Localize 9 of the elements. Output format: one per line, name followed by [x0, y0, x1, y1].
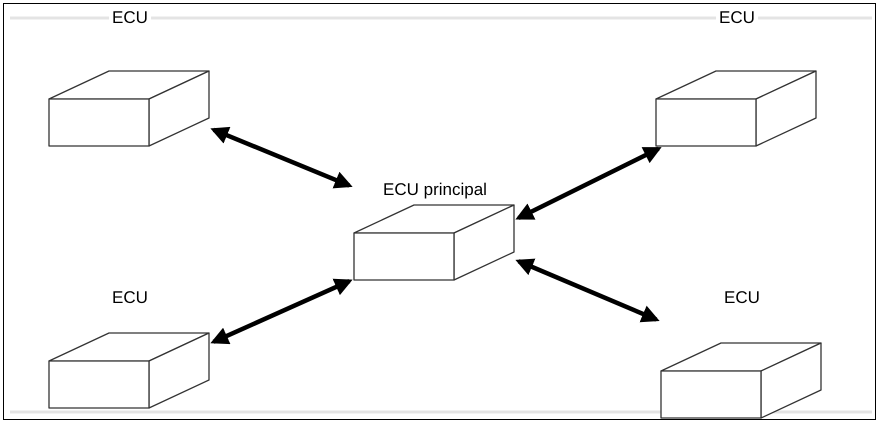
ecu-node — [660, 288, 822, 419]
double-arrow — [515, 146, 662, 220]
ecu-node — [48, 288, 210, 409]
ecu-node — [655, 8, 817, 147]
double-arrow — [210, 278, 353, 344]
ecu-node — [353, 180, 515, 281]
double-arrow — [515, 258, 660, 322]
double-arrow — [210, 126, 353, 188]
ecu-node — [48, 8, 210, 147]
